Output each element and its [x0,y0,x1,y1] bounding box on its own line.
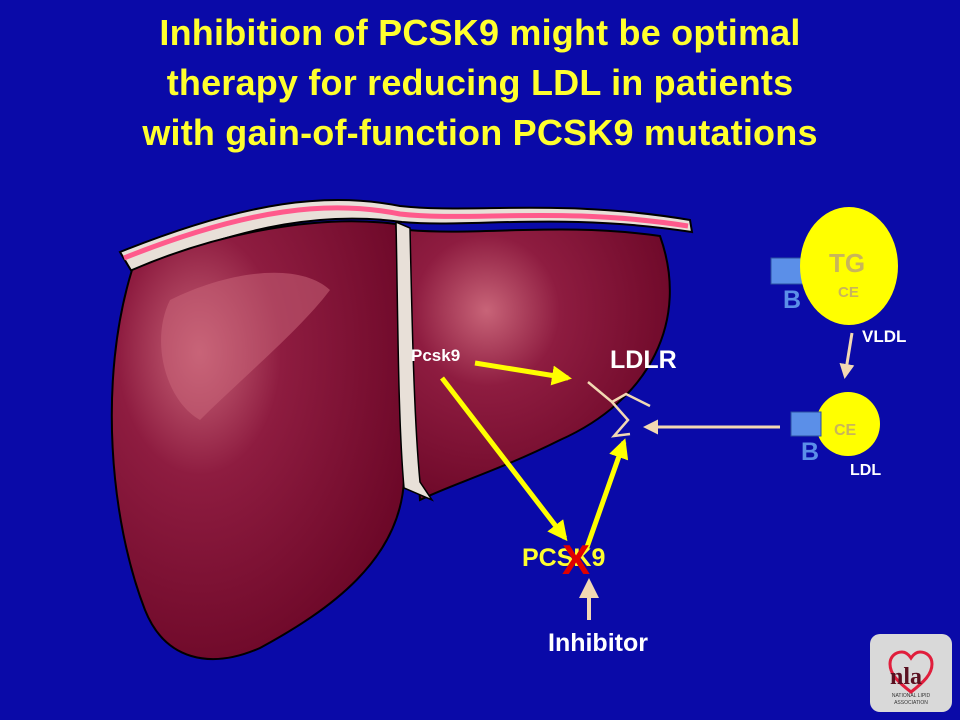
apob-ldl-box [790,411,822,437]
ldlr-label: LDLR [610,346,677,374]
nla-org-line-1: NATIONAL LIPID [892,693,931,699]
ldl-particle: CE B LDL [790,392,881,479]
slide-title: Inhibition of PCSK9 might be optimal the… [0,8,960,158]
vldl-label: VLDL [862,327,906,346]
liver-left-highlight [161,272,330,420]
inhibitor-label: Inhibitor [548,629,648,657]
title-line-1: Inhibition of PCSK9 might be optimal [159,12,801,53]
nla-logo: nla NATIONAL LIPID ASSOCIATION [870,634,952,712]
apob-vldl-label: B [783,286,801,314]
title-line-2: therapy for reducing LDL in patients [166,62,794,103]
vldl-ellipse [800,207,898,325]
nla-logo-mark: nla [890,664,922,690]
ldl-circle [816,392,880,456]
block-x-mark: X [562,536,590,583]
pcsk9-to-protein-arrow [440,376,568,542]
vldl-to-ldl-arrow [839,332,855,379]
pcsk9-gene-label: Pcsk9 [411,346,460,365]
liver-ligament [395,220,435,502]
title-line-3: with gain-of-function PCSK9 mutations [142,112,818,153]
apob-vldl-box [770,257,806,285]
pcsk9-protein-label: PCSK9 [522,544,605,572]
tg-label: TG [829,248,865,278]
apob-ldl-label: B [801,438,819,466]
ce-ldl-label: CE [834,422,857,439]
nla-org-line-2: ASSOCIATION [894,700,928,706]
ce-vldl-label: CE [838,284,859,301]
pcsk9-to-ldlr-arrow [474,360,572,386]
nla-logo-graphic: nla NATIONAL LIPID ASSOCIATION [888,650,934,706]
heart-icon [888,650,934,694]
ldlr-receptor-shape [587,381,651,438]
liver-illustration [110,198,694,660]
ldl-label: LDL [850,462,881,479]
liver-capsule-pink [123,205,689,261]
protein-to-ldlr-arrow [583,438,629,551]
vldl-particle: TG CE B VLDL [770,207,906,346]
